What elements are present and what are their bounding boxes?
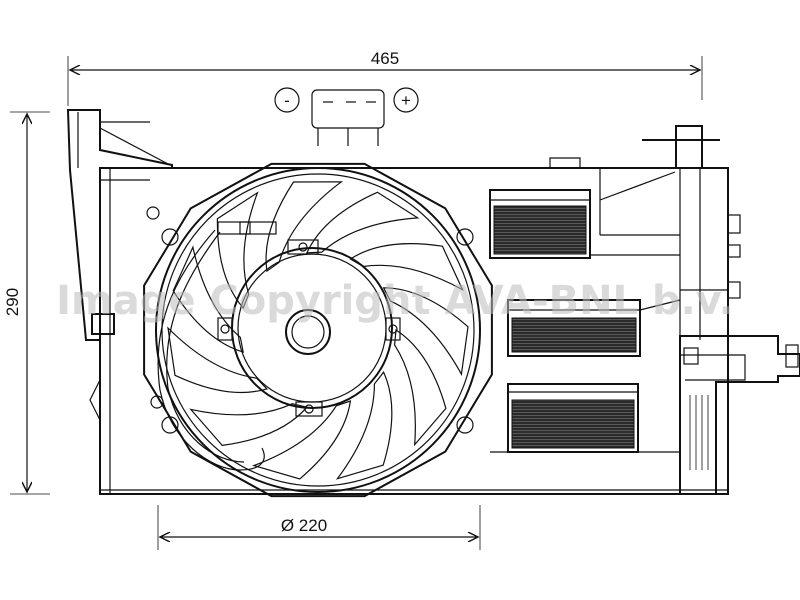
height-dimension: 290 — [3, 111, 50, 495]
fan — [143, 162, 493, 498]
height-label: 290 — [3, 288, 22, 316]
resistor-block-bottom — [490, 383, 680, 453]
fan-blade — [189, 403, 308, 447]
fan-blade — [265, 181, 344, 273]
minus-symbol: - — [284, 91, 290, 110]
motor-hub — [285, 309, 331, 355]
fan-blade — [393, 328, 447, 447]
fan-blades — [167, 181, 469, 480]
wire-harness — [157, 229, 265, 471]
shroud-frame — [99, 157, 746, 495]
fan-blade — [305, 191, 420, 254]
motor-housing — [231, 247, 393, 409]
resistor-block-top — [489, 189, 591, 259]
right-mounting-bracket — [642, 125, 800, 495]
fan-blade — [167, 326, 269, 394]
fan-blade — [251, 400, 352, 480]
fan-blade — [382, 287, 469, 377]
fan-blade — [216, 191, 259, 310]
fan-shroud-ring — [143, 162, 493, 498]
plus-symbol: + — [401, 91, 411, 110]
diameter-label: Ø 220 — [281, 516, 327, 535]
width-label: 465 — [371, 49, 399, 68]
resistor-block-middle — [507, 299, 681, 357]
fan-blade — [335, 371, 393, 480]
watermark: Image Copyright AVA-BNL b.v. — [56, 278, 734, 324]
fan-blade — [349, 243, 464, 291]
fan-outer-circle — [155, 167, 481, 493]
electrical-connector: - + — [274, 87, 419, 146]
diameter-dimension: Ø 220 — [157, 505, 481, 550]
width-dimension: 465 — [67, 49, 703, 106]
fan-blade — [172, 245, 244, 353]
